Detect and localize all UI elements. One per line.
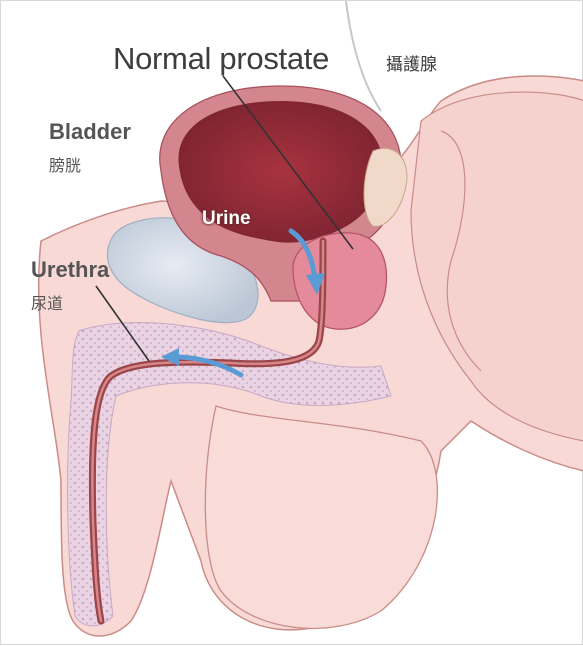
urine-label: Urine (202, 208, 251, 230)
diagram-title: Normal prostate (113, 41, 329, 77)
bladder-label-chinese: 膀胱 (49, 152, 81, 176)
urethra-label-chinese: 尿道 (31, 290, 63, 314)
urethra-label: Urethra (31, 257, 109, 283)
diagram-title-chinese: 攝護腺 (386, 50, 437, 75)
scrotum (205, 406, 437, 628)
spine-line (346, 1, 381, 111)
bladder-label: Bladder (49, 119, 131, 145)
